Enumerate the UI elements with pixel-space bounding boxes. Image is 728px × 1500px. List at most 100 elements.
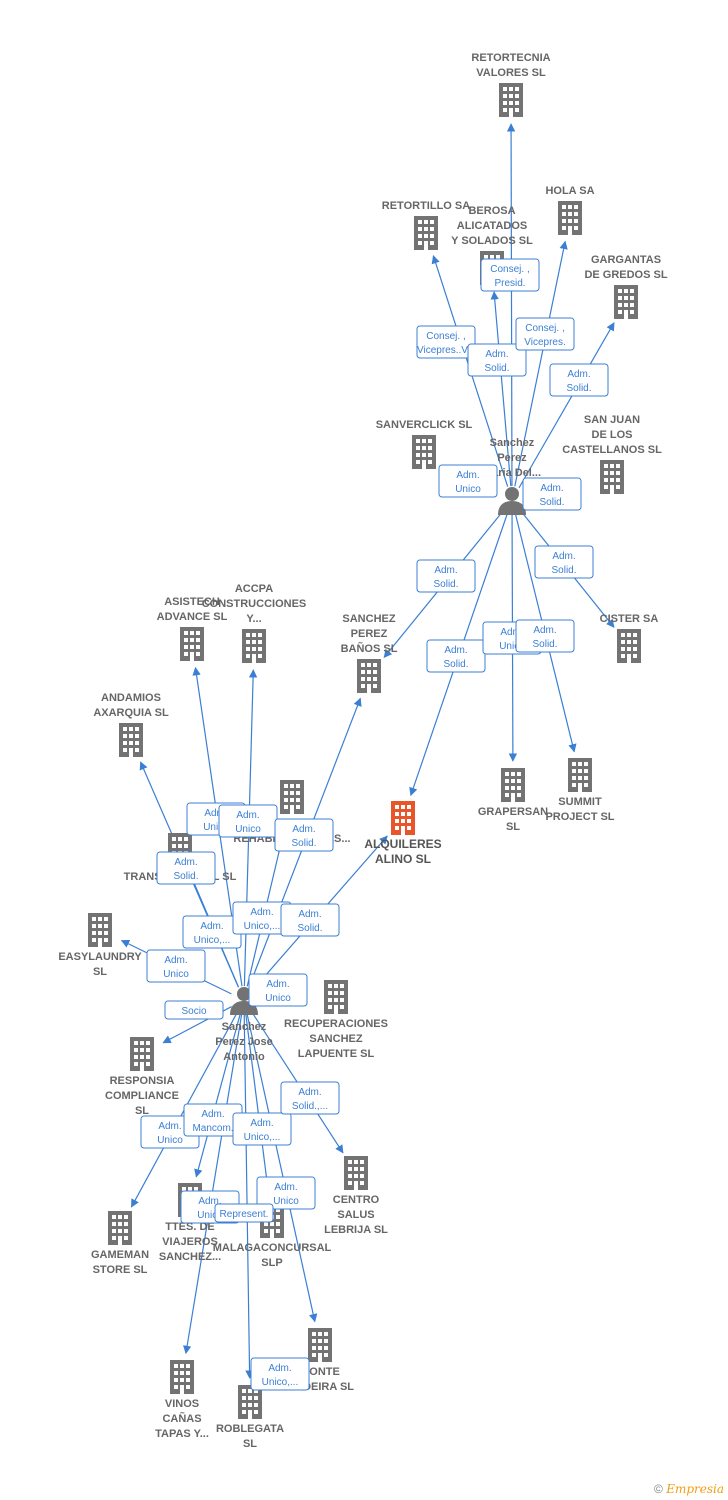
building-icon <box>108 1211 132 1245</box>
role-badge[interactable]: Adm. Unico <box>248 973 308 1007</box>
node-label: LAPUENTE SL <box>298 1048 375 1060</box>
role-text: Adm. <box>298 1087 321 1098</box>
role-badge-box <box>480 258 540 292</box>
role-badge[interactable]: Adm.Unico <box>256 1176 316 1210</box>
node-label: VINOS <box>165 1398 199 1410</box>
building-icon <box>344 1156 368 1190</box>
role-badge[interactable]: Adm.Solid. <box>426 639 486 673</box>
node-label: BEROSA <box>468 205 515 217</box>
role-text: Solid. <box>297 923 322 934</box>
role-text: Mancom. <box>192 1123 233 1134</box>
building-icon <box>308 1328 332 1362</box>
role-text: Solid. <box>566 383 591 394</box>
role-badge[interactable]: Adm.Solid. <box>534 545 594 579</box>
company-node-retortillo[interactable]: RETORTILLO SA <box>382 200 470 250</box>
role-badge[interactable]: Adm.Unico <box>146 949 206 983</box>
company-node-vinos[interactable]: VINOS CAÑAS TAPAS Y... <box>155 1360 209 1440</box>
node-label: CAÑAS <box>162 1412 201 1425</box>
company-node-cister[interactable]: CISTER SA <box>600 613 659 663</box>
role-badge[interactable]: Adm.Solid. <box>156 851 216 885</box>
company-node-gargantas[interactable]: GARGANTAS DE GREDOS SL <box>584 254 668 319</box>
role-badge[interactable]: Adm.Unico,... <box>182 915 242 949</box>
role-badge[interactable]: Adm.Solid. <box>522 477 582 511</box>
role-badge[interactable]: Adm.Solid. <box>515 619 575 653</box>
role-badge[interactable]: Socio <box>164 1000 224 1020</box>
company-node-accpa[interactable]: ACCPACONSTRUCCIONESY... <box>202 583 307 663</box>
role-text: Unico <box>163 969 189 980</box>
role-badge[interactable]: Adm. Unico,... <box>250 1357 310 1391</box>
role-badge[interactable]: Adm.Unico,... <box>232 1112 292 1146</box>
role-badge-box <box>274 818 334 852</box>
role-badge[interactable]: Adm.Unico <box>438 464 498 498</box>
role-badge[interactable]: Adm.Mancom. <box>183 1103 243 1137</box>
company-node-sanverclick[interactable]: SANVERCLICK SL <box>376 419 473 469</box>
role-text: Solid. <box>291 838 316 849</box>
role-text: Adm. <box>250 1118 273 1129</box>
role-text: Unico,... <box>262 1377 299 1388</box>
role-badge[interactable]: Adm.Solid. <box>549 363 609 397</box>
role-text: Solid. <box>539 497 564 508</box>
role-badge[interactable]: Represent. <box>214 1203 274 1223</box>
role-badge[interactable]: Adm.Unico <box>218 804 278 838</box>
role-text: Unico <box>265 993 291 1004</box>
role-text: Adm. <box>236 810 259 821</box>
node-label: Sanchez <box>490 437 535 449</box>
role-badge-box <box>438 464 498 498</box>
brand-logo[interactable]: Empresia <box>666 1482 724 1496</box>
role-text: Adm. <box>266 979 289 990</box>
role-badge[interactable]: Consej. , Presid. <box>480 258 540 292</box>
role-badge-box <box>426 639 486 673</box>
building-icon <box>412 435 436 469</box>
node-label: Perez <box>497 452 527 464</box>
role-badge[interactable]: Adm.Solid. <box>467 343 527 377</box>
role-badge[interactable]: Adm.Solid. <box>280 903 340 937</box>
node-label: RECUPERACIONES <box>284 1018 388 1030</box>
building-icon <box>568 758 592 792</box>
node-label: SL <box>506 821 520 833</box>
role-badge-box <box>534 545 594 579</box>
node-label: SLP <box>261 1257 282 1269</box>
building-icon <box>499 83 523 117</box>
role-text: Consej. , <box>490 264 529 275</box>
role-badge[interactable]: Adm.Solid. <box>416 559 476 593</box>
building-icon <box>558 201 582 235</box>
role-text: Presid. <box>494 278 525 289</box>
building-icon <box>170 1360 194 1394</box>
node-label: DE LOS <box>592 429 633 441</box>
role-badge[interactable]: Consej. ,Vicepres. <box>515 317 575 351</box>
company-node-holasa[interactable]: HOLA SA <box>545 185 595 235</box>
role-text: Adm. <box>268 1363 291 1374</box>
role-badge[interactable]: Adm.Solid.,... <box>280 1081 340 1115</box>
node-label: TTES. DE <box>165 1221 215 1233</box>
role-badge[interactable]: Consej. ,Vicepres..Vic <box>416 325 476 359</box>
company-node-ttes[interactable]: TTES. DEVIAJEROSSANCHEZ... <box>159 1183 221 1263</box>
node-label: Y SOLADOS SL <box>451 235 533 247</box>
node-label: DE GREDOS SL <box>584 269 667 281</box>
node-label: TAPAS Y... <box>155 1428 209 1440</box>
node-label: VIAJEROS <box>162 1236 218 1248</box>
node-label: GARGANTAS <box>591 254 661 266</box>
role-badge[interactable]: Adm.Solid. <box>274 818 334 852</box>
building-icon <box>614 285 638 319</box>
role-text: Adm. <box>485 349 508 360</box>
role-badge[interactable]: Adm.Unico,... <box>232 901 292 935</box>
edge-person2-monte <box>246 1013 318 1323</box>
